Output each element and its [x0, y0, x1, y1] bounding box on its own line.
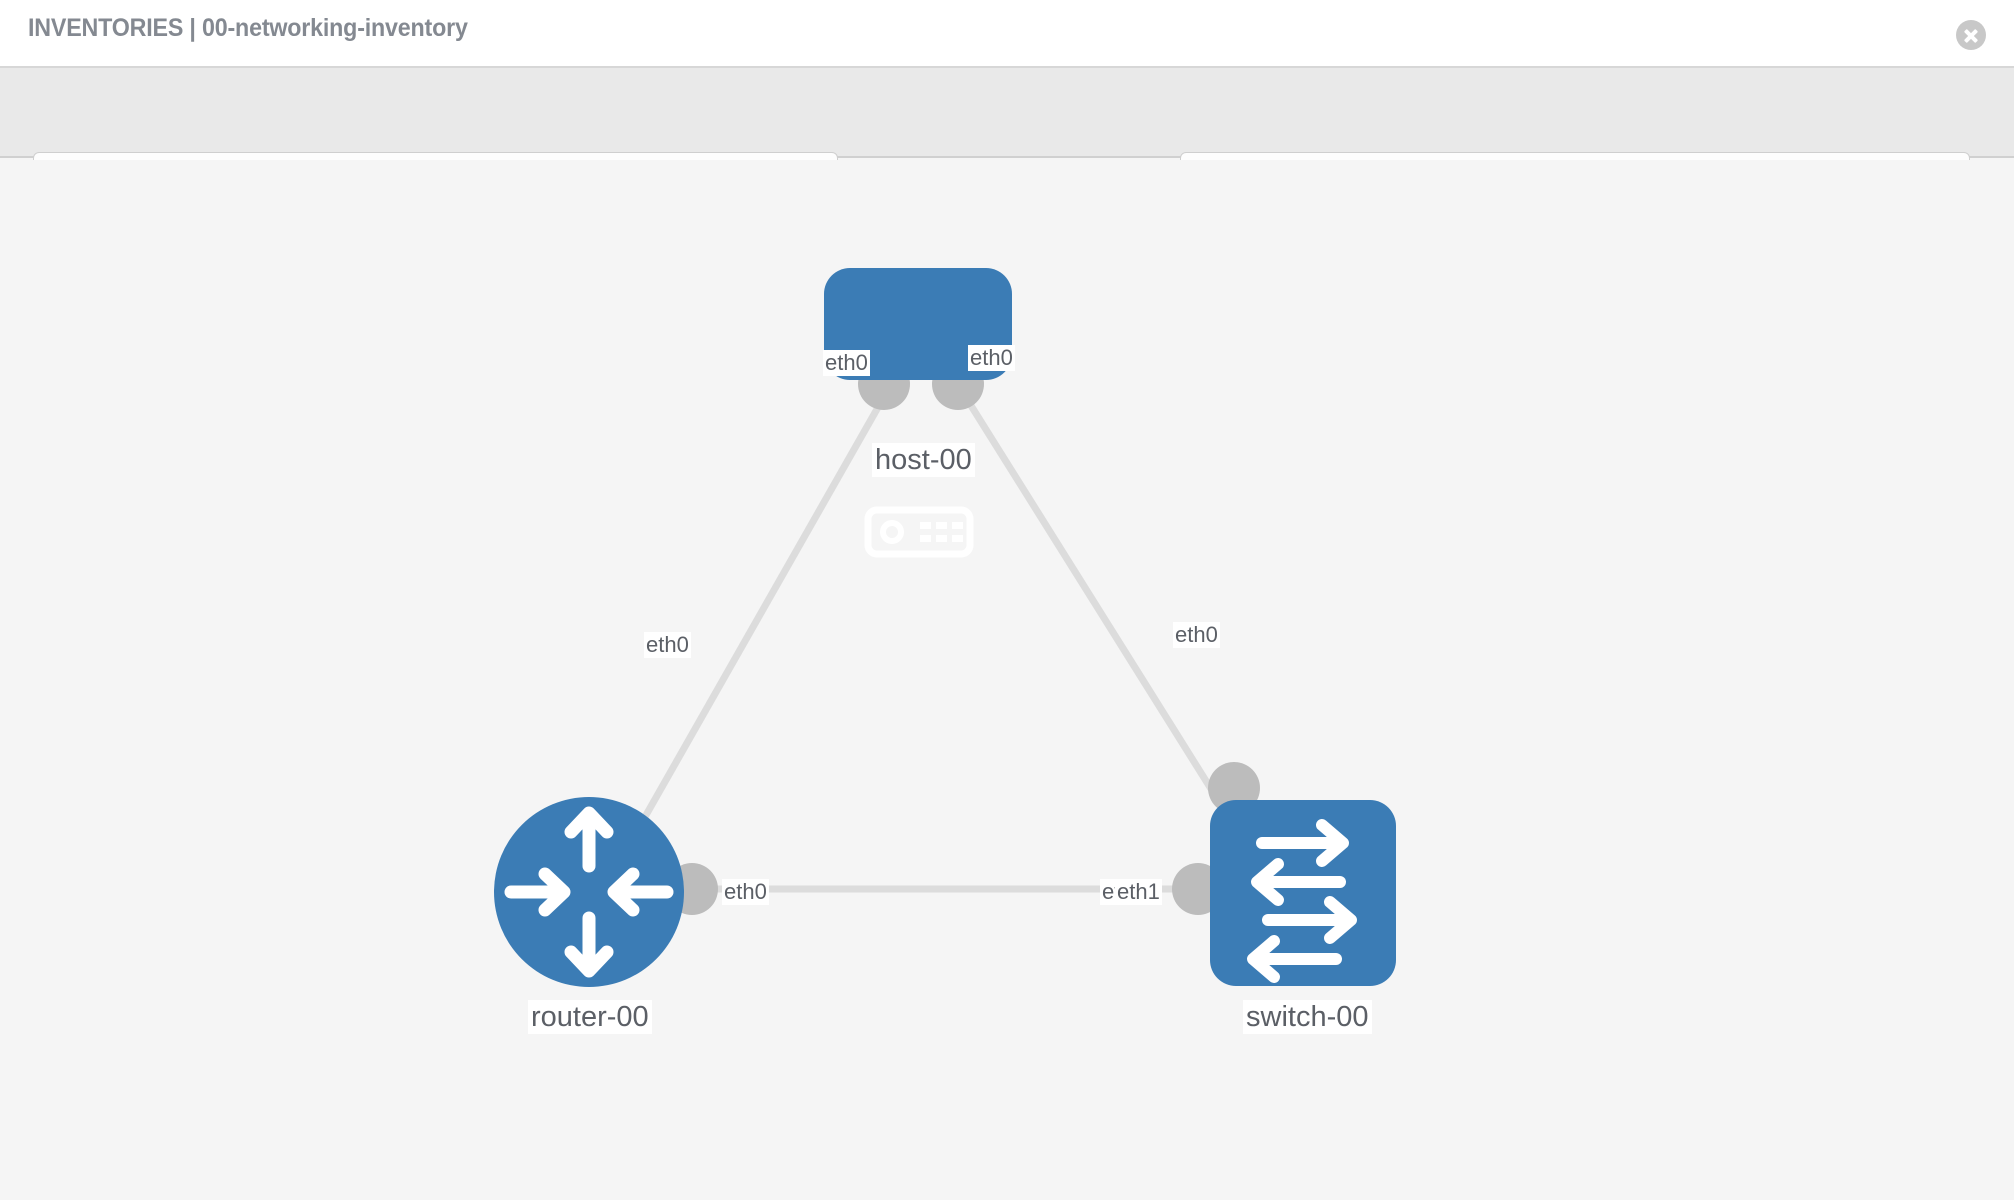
edge-host-switch[interactable]	[957, 386, 1241, 834]
router-arrows-icon	[504, 806, 674, 978]
page-header: INVENTORIES | 00-networking-inventory	[0, 0, 2014, 68]
close-icon[interactable]	[1956, 20, 1986, 50]
node-switch-00-shape[interactable]	[1210, 800, 1396, 986]
topology-graph	[494, 268, 1396, 987]
edge-label-switch-eth1: eth1	[1115, 879, 1162, 905]
toolbar: ACTIONS SEARCH	[0, 68, 2014, 205]
switch-arrows-icon	[1247, 819, 1357, 983]
edge-label-switch-eth0-uplink: eth0	[1173, 622, 1220, 648]
server-appliance-icon	[864, 506, 974, 558]
node-router-00[interactable]	[494, 797, 684, 987]
node-host-00-shape[interactable]	[824, 268, 1012, 380]
node-label-switch-00: switch-00	[1243, 1000, 1372, 1034]
node-label-host-00: host-00	[872, 443, 975, 477]
edge-label-router-eth0-uplink: eth0	[644, 632, 691, 658]
node-label-router-00: router-00	[528, 1000, 652, 1034]
node-switch-00[interactable]	[1210, 800, 1396, 986]
edge-label-host-eth0-left: eth0	[823, 350, 870, 376]
edge-host-router[interactable]	[621, 386, 893, 854]
page-title: INVENTORIES | 00-networking-inventory	[28, 14, 468, 42]
edge-label-host-eth0-right: eth0	[968, 345, 1015, 371]
node-host-00[interactable]	[824, 268, 1012, 558]
topology-sockets	[666, 358, 1260, 915]
node-router-00-shape[interactable]	[494, 797, 684, 987]
topology-canvas[interactable]: eth0 eth0 eth0 eth0 eth0 eth0 eth1 host-…	[0, 160, 2014, 1200]
edge-label-router-eth0: eth0	[722, 879, 769, 905]
